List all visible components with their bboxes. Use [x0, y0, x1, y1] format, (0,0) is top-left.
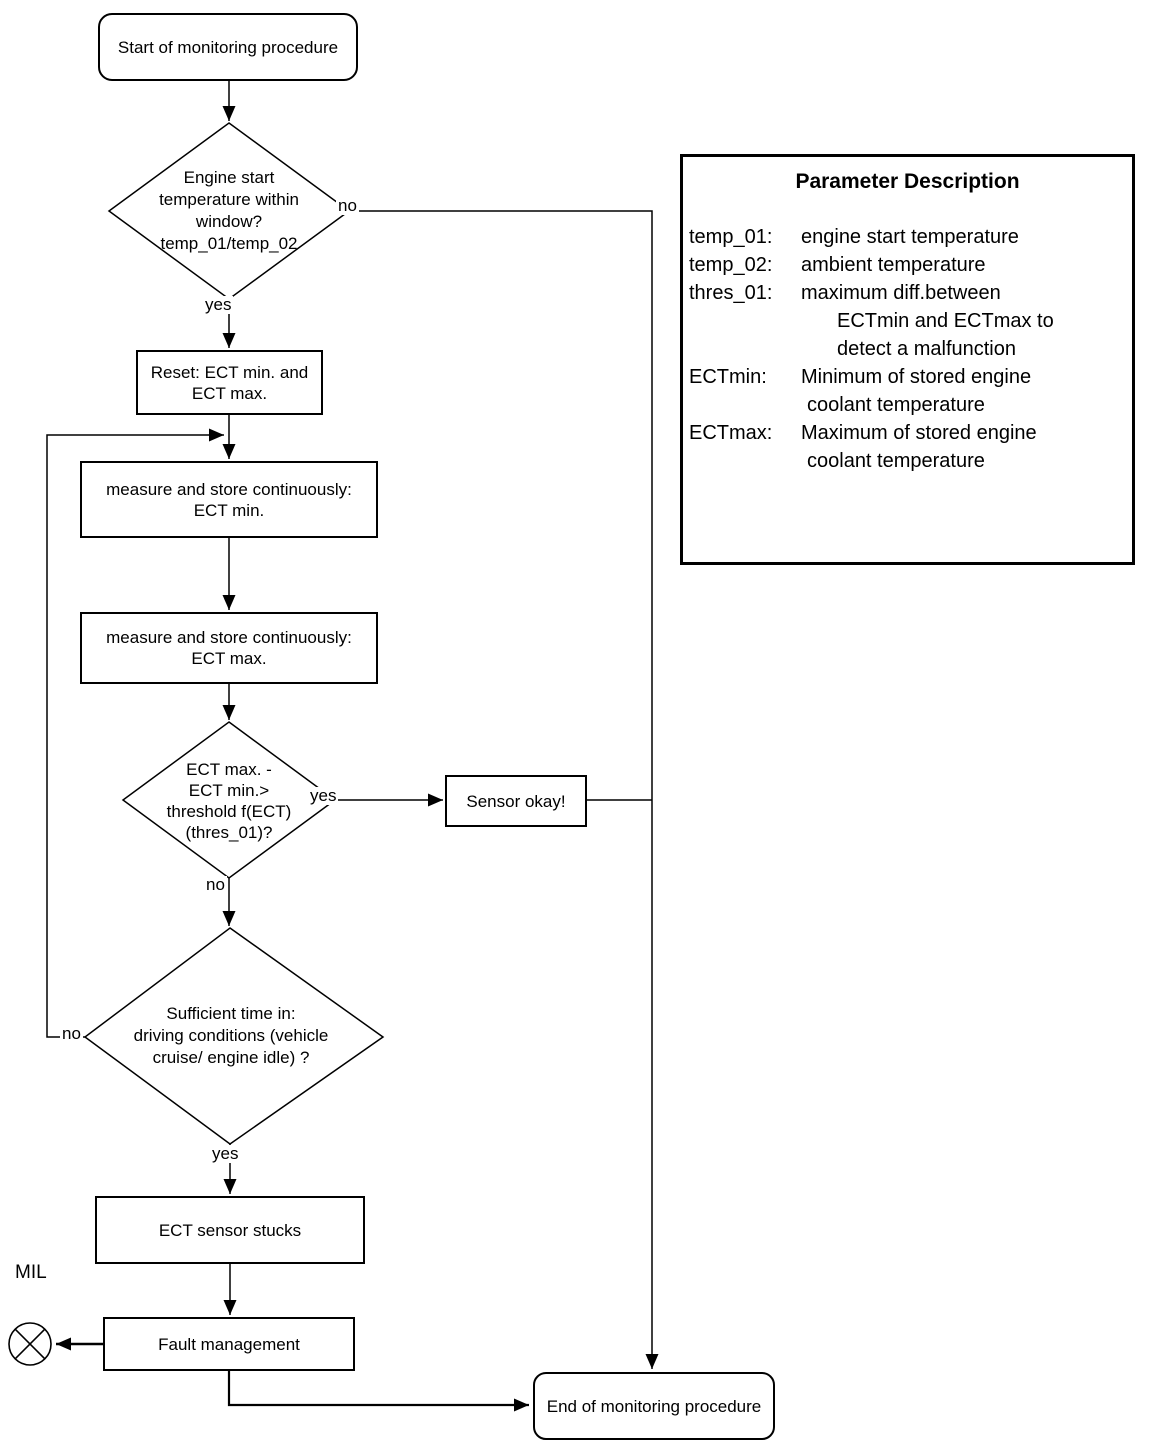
parameter-definition-continuation: ECTmin and ECTmax to: [837, 310, 1054, 332]
parameter-definition: ambient temperature: [801, 254, 986, 276]
parameter-term: thres_01:: [689, 282, 773, 304]
start-node: Start of monitoring procedure: [98, 13, 358, 81]
parameter-term: temp_02:: [689, 254, 773, 276]
parameter-item: ECTmin: Minimum of stored engine: [689, 363, 1132, 391]
parameter-definition: engine start temperature: [801, 226, 1019, 248]
decision-sufficient-time-label: Sufficient time in: driving conditions (…: [133, 1004, 329, 1067]
process-measure-min-node: measure and store continuously: ECT min.: [80, 461, 378, 538]
parameter-item: temp_02: ambient temperature: [689, 251, 1132, 279]
process-fault-management-node: Fault management: [103, 1317, 355, 1371]
edge-label-decision1-no: no: [336, 196, 359, 215]
edge-label-decision3-yes: yes: [210, 1144, 241, 1163]
process-sensor-okay-node: Sensor okay!: [445, 775, 587, 827]
edge-fault-to-end: [227, 1371, 529, 1412]
process-reset-node: Reset: ECT min. and ECT max.: [136, 350, 323, 415]
parameter-definition-continuation: detect a malfunction: [837, 338, 1016, 360]
parameter-item: ECTmax: Maximum of stored engine: [689, 419, 1132, 447]
mil-lamp-icon: [8, 1322, 52, 1366]
parameter-definition: Minimum of stored engine: [801, 366, 1032, 388]
parameter-definition-continuation: coolant temperature: [807, 394, 985, 416]
parameter-definition-continuation: coolant temperature: [807, 450, 985, 472]
parameter-term: ECTmax:: [689, 422, 773, 444]
edge-label-decision1-yes: yes: [203, 295, 234, 314]
process-ect-sensor-stuck-node: ECT sensor stucks: [95, 1196, 365, 1264]
parameter-term: temp_01:: [689, 226, 773, 248]
process-measure-max-node: measure and store continuously: ECT max.: [80, 612, 378, 684]
decision-start-temp-label: Engine start temperature within window? …: [159, 168, 299, 253]
parameter-item: temp_01: engine start temperature: [689, 223, 1132, 251]
edge-label-decision2-no: no: [204, 875, 227, 894]
end-node: End of monitoring procedure: [533, 1372, 775, 1440]
parameter-box-title: Parameter Description: [795, 170, 1020, 193]
edge-label-decision2-yes: yes: [308, 786, 339, 805]
edge-label-decision3-no: no: [60, 1024, 83, 1043]
parameter-item: thres_01: maximum diff.between: [689, 279, 1132, 307]
parameter-description-box: Parameter Description temp_01: engine st…: [680, 154, 1135, 565]
parameter-definition: Maximum of stored engine: [801, 422, 1037, 444]
mil-label: MIL: [15, 1262, 47, 1283]
parameter-definition: maximum diff.between: [801, 282, 1001, 304]
parameter-term: ECTmin:: [689, 366, 767, 388]
edge-decision1-no-to-end: [349, 210, 659, 1369]
decision-threshold-label: ECT max. - ECT min.> threshold f(ECT) (t…: [166, 760, 292, 842]
parameter-box-body: temp_01: engine start temperature temp_0…: [683, 223, 1132, 475]
